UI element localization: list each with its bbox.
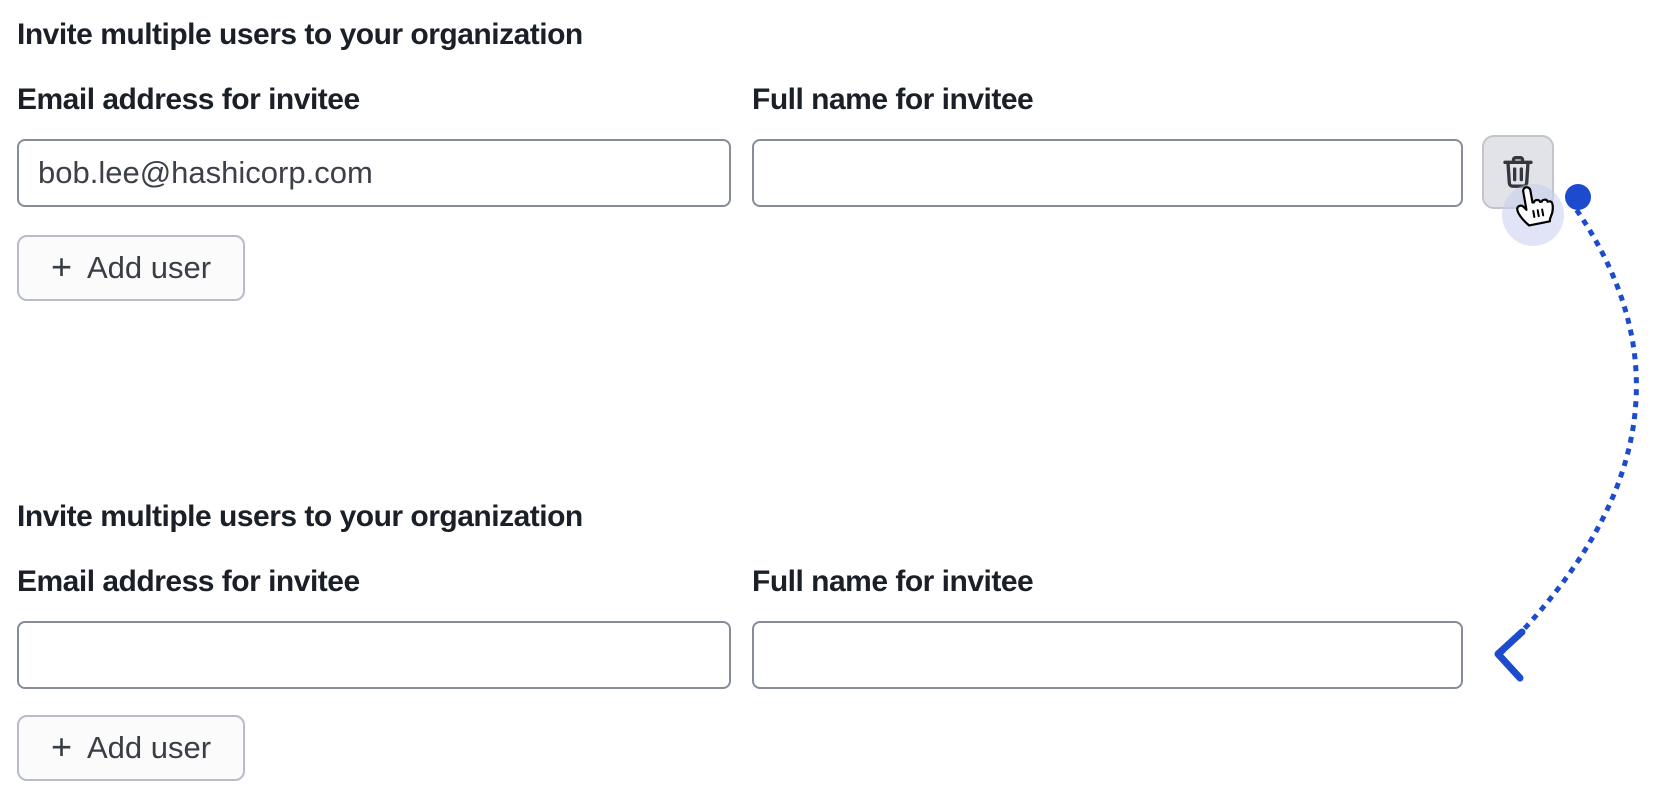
full-name-label: Full name for invitee [752, 565, 1034, 598]
field-labels-row: Email address for invitee Full name for … [17, 82, 1672, 118]
page-title: Invite multiple users to your organizati… [17, 500, 583, 533]
full-name-label: Full name for invitee [752, 83, 1034, 116]
full-name-input[interactable] [752, 139, 1463, 207]
plus-icon: + [50, 246, 72, 287]
invite-form-bottom: Invite multiple users to your organizati… [17, 498, 1672, 781]
invitee-row [17, 621, 1672, 689]
invite-form-top: Invite multiple users to your organizati… [17, 16, 1672, 301]
page-title: Invite multiple users to your organizati… [17, 18, 583, 51]
invitee-row [17, 135, 1672, 209]
full-name-input[interactable] [752, 621, 1463, 689]
trash-icon [1503, 156, 1533, 188]
email-input[interactable] [17, 621, 731, 689]
email-input[interactable] [17, 139, 731, 207]
add-user-button[interactable]: + Add user [17, 235, 245, 301]
field-labels-row: Email address for invitee Full name for … [17, 564, 1672, 600]
delete-row-button[interactable] [1482, 135, 1554, 209]
plus-icon: + [50, 726, 72, 767]
add-user-label: Add user [86, 250, 212, 285]
add-user-label: Add user [86, 730, 212, 765]
email-label: Email address for invitee [17, 83, 360, 116]
add-user-button[interactable]: + Add user [17, 715, 245, 781]
email-label: Email address for invitee [17, 565, 360, 598]
